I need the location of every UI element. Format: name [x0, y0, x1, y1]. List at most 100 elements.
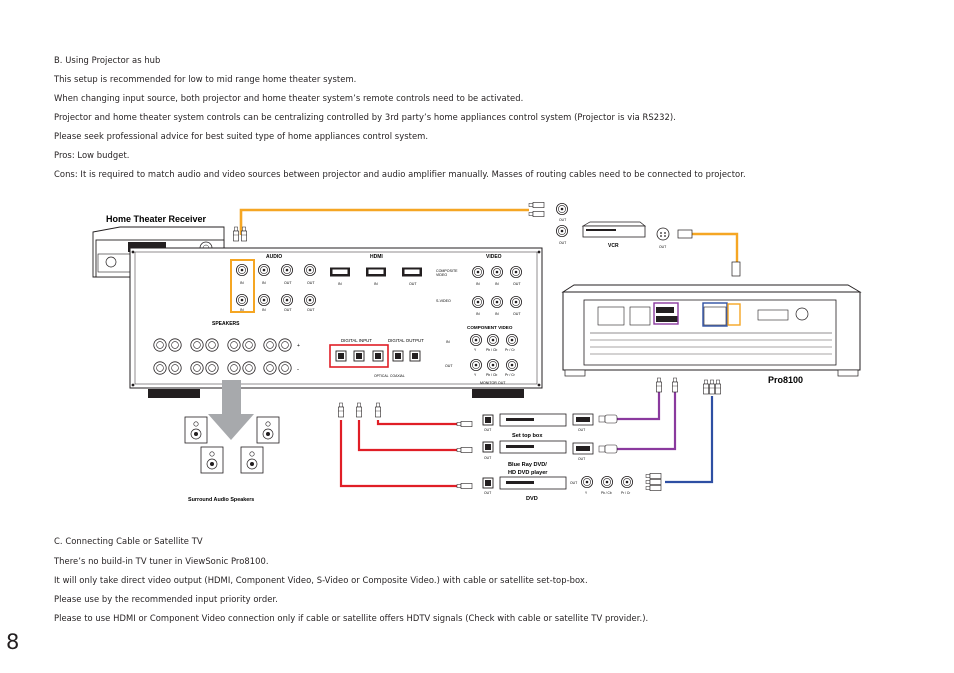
hdmi-ports — [330, 267, 422, 277]
s-video-label: S-VIDEO — [436, 299, 451, 303]
orange-plug-left — [233, 226, 239, 242]
rca-plug-top-1 — [528, 202, 545, 208]
component-y-2: Y — [474, 373, 477, 377]
audio-out-1: OUT — [284, 281, 292, 285]
vcr-label: VCR — [608, 243, 619, 249]
purple-highlight-hdmi — [653, 302, 679, 325]
section-b-pros: Pros: Low budget. — [54, 150, 130, 160]
red-plug-bluray — [456, 447, 473, 453]
audio-out-2: OUT — [307, 281, 315, 285]
component-pb-1: Pb / Cb — [486, 348, 497, 352]
audio-out-3: OUT — [284, 308, 292, 312]
red-plug-1 — [338, 402, 344, 418]
receiver-title: Home Theater Receiver — [106, 214, 207, 224]
speakers-label: SPEAKERS — [212, 321, 240, 327]
section-c-paragraph-3: Please use by the recommended input prio… — [54, 594, 278, 604]
hdmi-out: OUT — [409, 282, 417, 286]
orange-plug-right — [241, 226, 247, 242]
cable-orange-vcr — [690, 232, 739, 262]
settop-label: Set top box — [512, 433, 543, 439]
svideo-plug — [731, 261, 741, 277]
projector — [561, 284, 862, 377]
dvd-opt-out: OUT — [484, 491, 491, 495]
video-in-2: IN — [495, 282, 499, 286]
rca-plug-top-2 — [528, 211, 545, 217]
section-b-heading: B. Using Projector as hub — [54, 55, 161, 65]
dvd-pb: Pb / Cb — [601, 491, 612, 495]
video-out-1: OUT — [513, 282, 521, 286]
audio-in-3: IN — [240, 308, 244, 312]
section-c-paragraph-1: There’s no build-in TV tuner in ViewSoni… — [54, 556, 269, 566]
vcr-jack-out-2: OUT — [559, 241, 566, 245]
red-plug-2 — [356, 402, 362, 418]
component-out-label: OUT — [445, 364, 453, 368]
surround-label: Surround Audio Speakers — [188, 497, 254, 503]
vcr-jack-out-1: OUT — [559, 218, 566, 222]
page-number: 8 — [6, 630, 20, 654]
component-y-1: Y — [474, 348, 477, 352]
orange-highlight-audio — [230, 259, 255, 313]
coaxial-label: COAXIAL — [390, 374, 405, 378]
dvd-label: DVD — [526, 496, 538, 502]
monitor-out-label: MONITOR OUT — [480, 381, 506, 385]
red-plug-dvd — [456, 483, 473, 489]
component-pr-1: Pr / Cr — [505, 348, 516, 352]
settop-opt-out: OUT — [484, 428, 491, 432]
bluray-hdmi-out: OUT — [578, 457, 585, 461]
red-plug-3 — [375, 402, 381, 418]
component-video-label: COMPONENT VIDEO — [467, 325, 513, 330]
blue-plug-1 — [703, 379, 709, 395]
arrow-to-speakers — [208, 380, 254, 440]
cable-red — [339, 420, 457, 488]
vcr-device — [581, 221, 693, 241]
audio-label: AUDIO — [266, 254, 282, 260]
minus-sign: - — [297, 367, 299, 373]
dvd-comp-out: OUT — [570, 481, 577, 485]
digital-input-label: DIGITAL INPUT — [341, 338, 372, 343]
settop-hdmi-out: OUT — [578, 428, 585, 432]
purple-plug-2 — [672, 377, 678, 393]
audio-in-4: IN — [262, 308, 266, 312]
audio-in-1: IN — [240, 281, 244, 285]
svideo-in-1: IN — [476, 312, 480, 316]
svideo-out: OUT — [513, 312, 521, 316]
projector-label: Pro8100 — [768, 375, 803, 385]
hdmi-in-2: IN — [374, 282, 378, 286]
set-top-box — [482, 413, 618, 427]
bluray-player — [482, 440, 618, 455]
audio-out-4: OUT — [307, 308, 315, 312]
bluray-opt-out: OUT — [484, 456, 491, 460]
component-pr-2: Pr / Cr — [505, 373, 516, 377]
vcr-svideo-out: OUT — [659, 245, 666, 249]
svideo-in-2: IN — [495, 312, 499, 316]
section-b-paragraph-2: When changing input source, both project… — [54, 93, 524, 103]
section-c-paragraph-2: It will only take direct video output (H… — [54, 575, 588, 585]
section-b-paragraph-1: This setup is recommended for low to mid… — [54, 74, 357, 84]
section-b-paragraph-3: Projector and home theater system contro… — [54, 112, 676, 122]
video-label: VIDEO — [486, 254, 502, 260]
red-highlight-digital-input — [329, 344, 389, 368]
cable-blue — [665, 396, 714, 484]
video-in-1: IN — [476, 282, 480, 286]
purple-plug-1 — [656, 377, 662, 393]
orange-highlight-svideo — [727, 303, 741, 326]
section-c-paragraph-4: Please to use HDMI or Component Video co… — [54, 613, 649, 623]
plus-sign: + — [297, 343, 300, 349]
bluray-label-2: HD DVD player — [508, 470, 548, 476]
hdmi-in-1: IN — [338, 282, 342, 286]
blue-plug-3 — [715, 379, 721, 395]
blue-plug-2 — [709, 379, 715, 395]
dvd-y: Y — [585, 491, 588, 495]
red-plug-settop — [456, 421, 473, 427]
component-pb-2: Pb / Cb — [486, 373, 497, 377]
dvd-pr: Pr / Cr — [621, 491, 631, 495]
section-b-paragraph-4: Please seek professional advice for best… — [54, 131, 429, 141]
optical-label: OPTICAL — [374, 374, 389, 378]
section-c-heading: C. Connecting Cable or Satellite TV — [54, 536, 203, 546]
component-in-label: IN — [446, 340, 450, 344]
hdmi-label: HDMI — [370, 254, 383, 260]
blue-highlight-component — [702, 302, 728, 327]
bluray-label-1: Blue Ray DVD/ — [508, 462, 547, 468]
